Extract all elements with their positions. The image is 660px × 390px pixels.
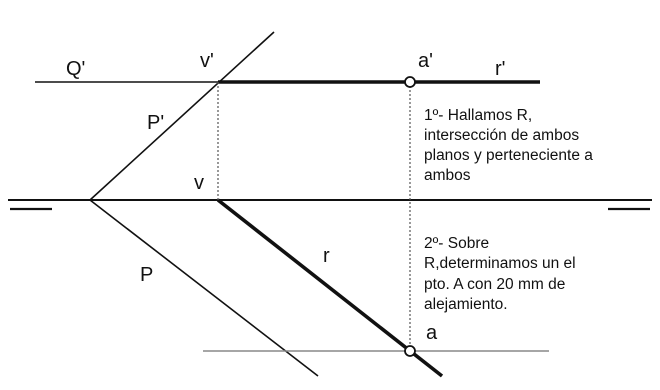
label-a-prime: a' bbox=[418, 50, 433, 72]
note-step-1: 1º- Hallamos R, intersección de ambos pl… bbox=[424, 107, 593, 184]
label-v: v bbox=[194, 172, 204, 194]
point-a-prime bbox=[404, 76, 416, 88]
label-v-prime: v' bbox=[200, 50, 214, 72]
label-a: a bbox=[426, 322, 438, 344]
point-a bbox=[404, 345, 416, 357]
trace-p bbox=[89, 199, 319, 377]
note-step-2-line-2: R,determinamos un el bbox=[424, 255, 576, 272]
note-step-2: 2º- Sobre R,determinamos un el pto. A co… bbox=[424, 235, 576, 313]
note-step-2-line-3: pto. A con 20 mm de bbox=[424, 276, 565, 293]
trace-p-prime bbox=[89, 31, 275, 201]
label-p-prime: P' bbox=[147, 112, 164, 134]
note-step-1-line-2: intersección de ambos bbox=[424, 127, 579, 144]
line-r bbox=[216, 198, 444, 378]
note-step-1-line-3: planos y perteneciente a bbox=[424, 147, 593, 164]
label-r-prime: r' bbox=[495, 58, 505, 80]
label-r: r bbox=[323, 245, 330, 267]
note-step-2-line-4: alejamiento. bbox=[424, 296, 508, 313]
label-q-prime: Q' bbox=[66, 58, 85, 80]
note-step-2-line-1: 2º- Sobre bbox=[424, 235, 489, 252]
label-p: P bbox=[140, 264, 153, 286]
note-step-1-line-1: 1º- Hallamos R, bbox=[424, 107, 532, 124]
note-step-1-line-4: ambos bbox=[424, 167, 471, 184]
